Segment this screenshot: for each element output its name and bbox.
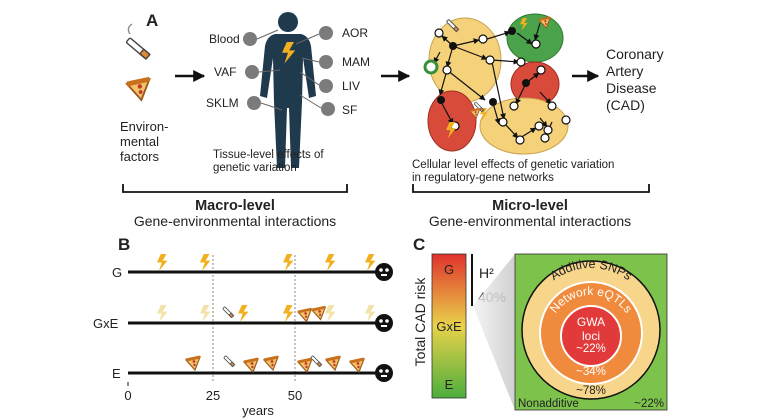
skull-icon-e (375, 364, 393, 382)
risk-bar-gxe: GxE (436, 319, 462, 334)
panel-c: C Total CAD risk G GxE E H² 40% Additive… (412, 235, 668, 411)
panel-c-label: C (413, 235, 425, 254)
x-tick-25: 25 (206, 388, 220, 403)
regulatory-network (423, 13, 571, 155)
pizza-icon (127, 79, 149, 100)
risk-bar-g: G (444, 262, 454, 277)
micro-subtitle: Gene-environmental interactions (429, 213, 631, 229)
sf-tissue-icon (321, 102, 335, 116)
zoom-wedge (473, 254, 515, 410)
tissue-label-mam: MAM (342, 55, 370, 69)
micro-bracket (412, 184, 650, 193)
blood-drop-icon (243, 32, 257, 46)
x-tick-50: 50 (288, 388, 302, 403)
row-label-e: E (112, 366, 121, 381)
liv-tissue-icon (319, 79, 333, 93)
tissue-label-sf: SF (342, 103, 357, 117)
skull-icon-gxe (375, 314, 393, 332)
tissue-label-vaf: VAF (214, 65, 236, 79)
macro-bracket (122, 184, 348, 193)
tissue-label-sklm: SKLM (206, 96, 239, 110)
micro-title: Micro-level (492, 198, 568, 214)
ring-pct-additive: ~78% (576, 385, 606, 397)
macro-title: Macro-level (195, 198, 275, 214)
ring-gwa-loci (560, 305, 622, 367)
risk-axis-label: Total CAD risk (412, 277, 428, 367)
skull-icon-g (375, 263, 393, 281)
panel-b: B G GxE E (93, 235, 393, 418)
risk-gradient-bar (431, 253, 467, 399)
sklm-muscle-icon (247, 96, 261, 110)
tissue-label-liv: LIV (342, 79, 360, 93)
cigarette-icon (125, 23, 151, 60)
macro-subtitle: Gene-environmental interactions (134, 213, 336, 229)
human-body-icon (260, 12, 316, 168)
risk-bar-e: E (445, 377, 454, 392)
h2-label: H² (479, 265, 494, 281)
ring-pct-eqtls: ~34% (576, 366, 606, 378)
panel-a-label: A (146, 11, 158, 30)
cellular-caption: Cellular level effects of genetic variat… (412, 159, 614, 184)
vaf-tissue-icon (245, 65, 259, 79)
aor-tissue-icon (319, 26, 333, 40)
mam-tissue-icon (319, 55, 333, 69)
row-label-g: G (112, 265, 122, 280)
ring-pct-gwa: ~22% (576, 343, 606, 355)
tissue-label-blood: Blood (209, 32, 240, 46)
nonadditive-pct: ~22% (634, 398, 664, 410)
tissue-label-aor: AOR (342, 26, 368, 40)
nonadditive-label: Nonadditive (518, 398, 579, 410)
x-axis-label: years (242, 403, 274, 418)
row-label-gxe: GxE (93, 316, 119, 331)
panel-b-label: B (118, 235, 130, 254)
x-tick-0: 0 (124, 388, 131, 403)
